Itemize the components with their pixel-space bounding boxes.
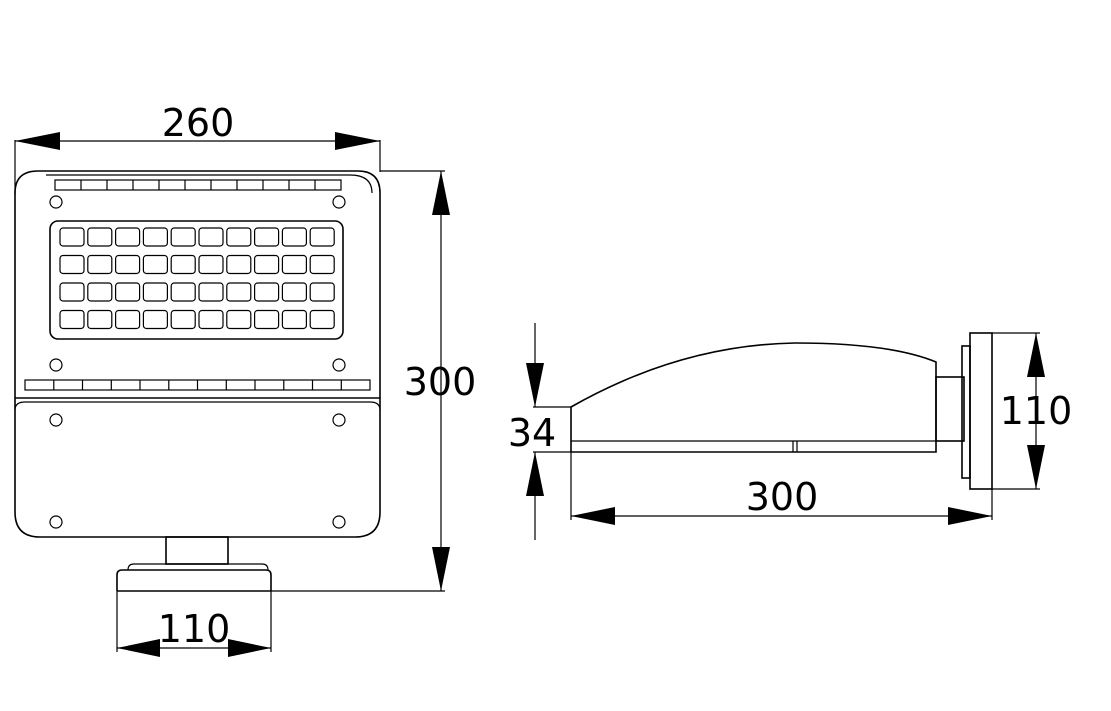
led-module (226, 282, 252, 302)
led-module (198, 254, 224, 275)
led-module (281, 282, 307, 302)
led-module (114, 254, 141, 275)
led-module (59, 227, 85, 247)
screw-hole (49, 195, 63, 209)
led-grid (59, 227, 335, 330)
led-module (254, 282, 280, 302)
led-module (170, 254, 196, 275)
led-module (142, 254, 168, 275)
bracket-base (116, 569, 272, 591)
front-height-label: 300 (404, 360, 477, 404)
led-module (142, 309, 168, 330)
led-module (87, 227, 113, 247)
side-bracket-dimension: 110 (992, 332, 1073, 490)
side-thickness-dimension: 34 (508, 323, 571, 540)
led-module (226, 309, 252, 330)
led-module (114, 309, 141, 330)
led-module (309, 254, 335, 275)
top-vent-strip (54, 179, 342, 191)
side-length-label: 300 (746, 475, 819, 519)
led-module (281, 254, 307, 275)
screw-hole (49, 413, 63, 427)
led-module (170, 227, 196, 247)
housing-outline (14, 170, 381, 538)
led-module (170, 282, 196, 302)
screw-hole (332, 195, 346, 209)
led-module (198, 227, 224, 247)
screw-hole (49, 515, 63, 529)
led-module (87, 254, 113, 275)
led-module (87, 282, 113, 302)
bottom-vent-strip (24, 379, 371, 391)
bracket-cap (127, 563, 269, 571)
led-module (309, 309, 335, 330)
led-module (309, 282, 335, 302)
side-mount-plate (969, 332, 993, 490)
led-module (198, 309, 224, 330)
led-module (281, 309, 307, 330)
led-module (254, 309, 280, 330)
led-module (281, 227, 307, 247)
front-bracket-label: 110 (158, 607, 231, 651)
front-width-label: 260 (162, 101, 235, 145)
side-body (570, 342, 937, 453)
led-module (142, 227, 168, 247)
led-module (142, 282, 168, 302)
led-module (198, 282, 224, 302)
bracket-neck (165, 536, 229, 565)
led-module (309, 227, 335, 247)
screw-hole (49, 358, 63, 372)
led-module (226, 227, 252, 247)
screw-hole (332, 358, 346, 372)
side-view (570, 332, 993, 490)
screw-hole (332, 515, 346, 529)
led-module (114, 282, 141, 302)
front-view (14, 170, 381, 592)
side-thickness-label: 34 (508, 411, 556, 455)
led-module (254, 254, 280, 275)
lower-section-top (14, 401, 381, 411)
front-width-dimension: 260 (14, 101, 381, 195)
led-module (254, 227, 280, 247)
front-height-dimension: 300 (271, 170, 477, 592)
led-module (170, 309, 196, 330)
front-bracket-dimension: 110 (116, 591, 272, 657)
led-module (59, 282, 85, 302)
led-module (59, 254, 85, 275)
housing-rim (46, 174, 373, 194)
led-module (59, 309, 85, 330)
led-module (114, 227, 141, 247)
screw-hole (332, 413, 346, 427)
side-connector (935, 376, 965, 442)
led-module (226, 254, 252, 275)
led-module (87, 309, 113, 330)
led-panel (49, 220, 344, 340)
vent-strip-frame (54, 179, 342, 191)
side-bracket-label: 110 (1000, 389, 1073, 433)
side-length-dimension: 300 (570, 452, 993, 525)
